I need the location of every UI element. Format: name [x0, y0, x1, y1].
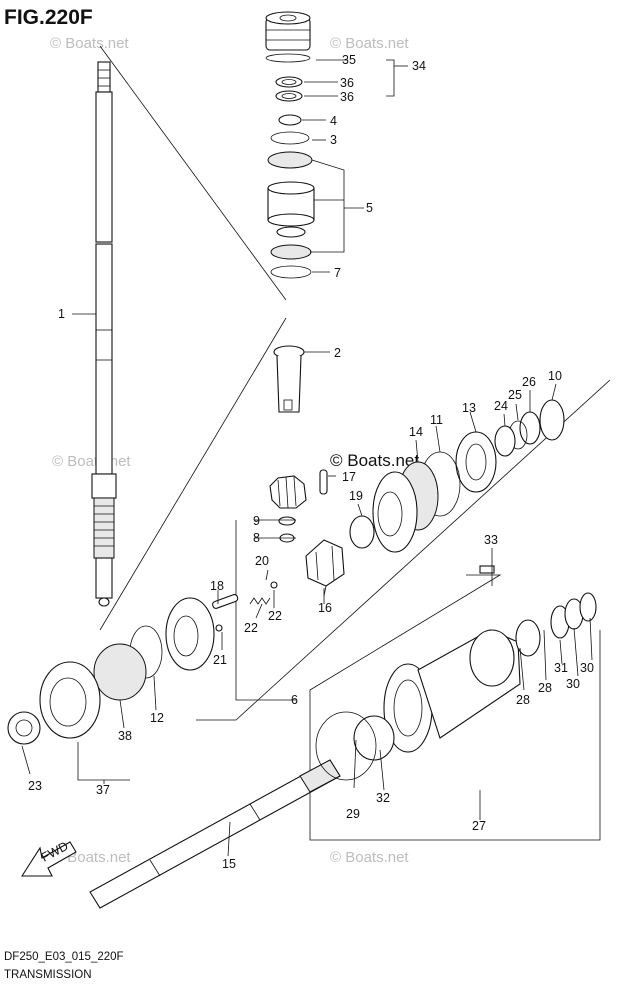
reverse-gear [165, 597, 215, 671]
callouts: 1 2 3 4 5 6 7 8 9 10 11 12 13 14 15 16 1… [28, 53, 594, 871]
o-ring-29 [315, 711, 377, 781]
callout-23: 23 [28, 779, 42, 793]
sleeve-2 [273, 345, 305, 413]
watermark-top-left: © Boats.net [50, 35, 129, 52]
ring-22 [270, 581, 278, 589]
callout-15: 15 [222, 857, 236, 871]
watermark-mid-center: © Boats.net [330, 451, 419, 470]
callout-38: 38 [118, 729, 132, 743]
callout-33: 33 [484, 533, 498, 547]
propeller-shaft [89, 759, 341, 909]
pinion-gear [269, 475, 307, 509]
forward-gear-stack [305, 399, 565, 587]
bushing-19 [349, 515, 375, 549]
watermarks: © Boats.net © Boats.net © Boats.net © Bo… [50, 35, 419, 866]
callout-13: 13 [462, 401, 476, 415]
o-ring-32 [353, 715, 395, 761]
washer-10 [539, 399, 565, 441]
callout-12: 12 [150, 711, 164, 725]
pin-18 [212, 594, 239, 609]
pinion-group [269, 469, 328, 543]
washer-9 [278, 516, 296, 526]
ring-26 [519, 411, 541, 445]
bearing-38 [93, 643, 147, 701]
callout-18: 18 [210, 579, 224, 593]
callout-2: 2 [334, 346, 341, 360]
callout-30-b: 30 [566, 677, 580, 691]
shim-7 [270, 265, 312, 279]
pin-spring-group [212, 581, 278, 632]
washer-24 [494, 425, 516, 457]
bolt-33 [479, 565, 495, 574]
callout-20: 20 [255, 554, 269, 568]
drive-shaft [91, 61, 117, 607]
race-4 [278, 114, 302, 126]
callout-21: 21 [213, 653, 227, 667]
callout-25: 25 [508, 388, 522, 402]
callout-14: 14 [409, 425, 423, 439]
seal-36-b [275, 90, 303, 102]
callout-19: 19 [349, 489, 363, 503]
callout-35: 35 [342, 53, 356, 67]
watermark-top-right: © Boats.net [330, 35, 409, 52]
shim-3 [270, 131, 310, 145]
callout-24: 24 [494, 399, 508, 413]
callout-17: 17 [342, 470, 356, 484]
callout-26: 26 [522, 375, 536, 389]
bevel-gear-19 [372, 471, 418, 553]
callout-11: 11 [430, 413, 443, 427]
o-ring-35 [265, 53, 311, 63]
guide-lines [99, 45, 611, 841]
reverse-bearing-group [7, 625, 163, 745]
seal-36-a [275, 76, 303, 88]
callout-28-b: 28 [516, 693, 530, 707]
callout-4: 4 [330, 114, 337, 128]
washer-13 [455, 431, 497, 493]
callout-5: 5 [366, 201, 373, 215]
watermark-bottom-right: © Boats.net [330, 849, 409, 866]
nut-23 [7, 711, 41, 745]
ball-21 [215, 624, 223, 632]
bearing-5-lower [270, 244, 312, 260]
callout-9: 9 [253, 514, 260, 528]
spring-20 [249, 597, 271, 605]
callout-32: 32 [376, 791, 390, 805]
callout-37: 37 [96, 783, 110, 797]
callout-27: 27 [472, 819, 486, 833]
footer-code: DF250_E03_015_220F [4, 951, 124, 963]
callout-36-b: 36 [340, 90, 354, 104]
callout-3: 3 [330, 133, 337, 147]
callout-29: 29 [346, 807, 360, 821]
upper-bearing-stack [265, 11, 315, 279]
watermark-mid-left: © Boats.net [52, 453, 131, 470]
clutch-16 [305, 539, 345, 587]
callout-22-a: 22 [244, 621, 258, 635]
callout-1: 1 [58, 307, 65, 321]
figure-title: FIG.220F [4, 6, 93, 29]
bearing-5-upper [267, 151, 313, 169]
callout-8: 8 [253, 531, 260, 545]
callout-36-a: 36 [340, 76, 354, 90]
callout-34: 34 [412, 59, 426, 73]
callout-22-b: 22 [268, 609, 282, 623]
callout-6: 6 [291, 693, 298, 707]
pin-17 [319, 469, 328, 495]
callout-28-a: 28 [538, 681, 552, 695]
footer-name: TRANSMISSION [4, 969, 92, 981]
prop-shaft-housing [315, 565, 597, 781]
callout-7: 7 [334, 266, 341, 280]
callout-31: 31 [554, 661, 568, 675]
leader-lines [21, 59, 593, 857]
callout-16: 16 [318, 601, 332, 615]
bearing-housing-37 [39, 661, 101, 739]
callout-30-a: 30 [580, 661, 594, 675]
callout-10: 10 [548, 369, 562, 383]
bearing-28 [515, 619, 541, 657]
